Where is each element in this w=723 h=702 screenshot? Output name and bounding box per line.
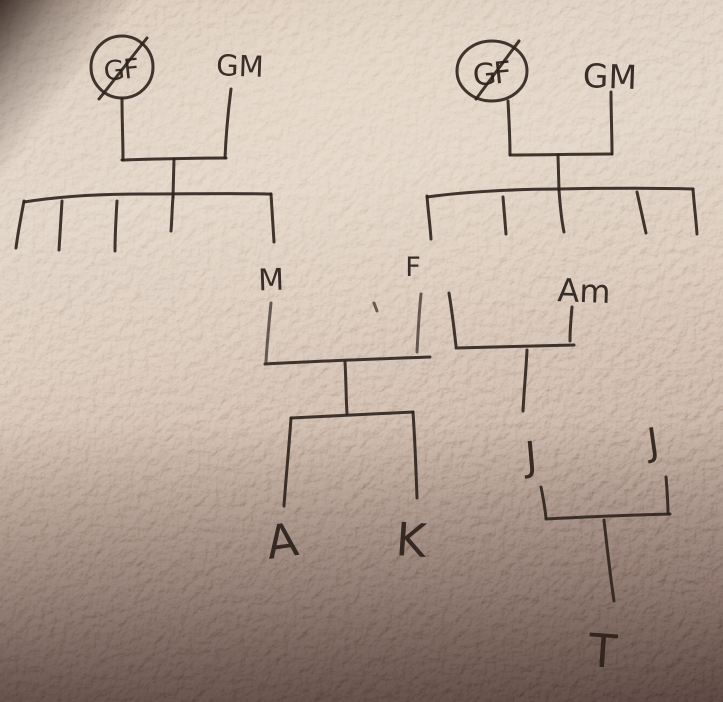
am-descent-line xyxy=(568,305,574,343)
left-gf-label: GF xyxy=(102,53,140,87)
left-child-drop-2 xyxy=(57,199,64,252)
am-label: Am xyxy=(557,271,611,311)
left-child-drop-5 xyxy=(269,192,276,244)
j-left-descent-line xyxy=(539,485,548,520)
right-gm-label: GM xyxy=(582,56,637,97)
right-gf-label: GF xyxy=(471,55,512,94)
left-gf-deceased-slash-icon xyxy=(97,36,149,101)
right-gf-deceased-slash-icon xyxy=(474,39,521,101)
right-gf-stem-line xyxy=(506,99,512,157)
left-child-drop-3 xyxy=(113,199,119,253)
f-am-trunk-line xyxy=(521,348,529,413)
a-label: A xyxy=(263,512,302,570)
right-siblings-row: F Am xyxy=(405,186,699,311)
left-gm-label: GM xyxy=(216,48,265,84)
k-label: K xyxy=(394,512,430,568)
right-gf-circle xyxy=(455,39,529,103)
left-child-drop-1 xyxy=(14,199,26,250)
j-j-marriage-bar xyxy=(544,512,672,521)
m-f-union: A K xyxy=(263,292,432,570)
left-grandparents: GF GM xyxy=(89,34,265,199)
left-gf-stem-line xyxy=(120,97,125,162)
j-right-label: J xyxy=(643,419,662,464)
j-j-trunk-line xyxy=(602,518,616,603)
right-child-drop-2 xyxy=(501,195,508,236)
f-am-union xyxy=(447,291,576,413)
a-k-sibling-bar xyxy=(289,410,415,420)
m-f-marriage-bar xyxy=(263,355,432,366)
m-descent-line xyxy=(264,301,273,364)
f-descent-line-left xyxy=(415,292,423,354)
right-union-bar xyxy=(508,152,614,157)
j-j-union: J J T xyxy=(520,419,672,679)
left-child-drop-4 xyxy=(169,195,175,233)
left-siblings-row: M xyxy=(14,192,285,299)
right-child-drop-4 xyxy=(635,190,648,235)
left-gm-stem-line xyxy=(223,87,233,160)
k-drop-line xyxy=(411,410,419,500)
right-child-drop-5 xyxy=(691,187,699,236)
j-right-descent-line xyxy=(664,475,670,516)
stray-pen-mark xyxy=(372,301,379,313)
a-drop-line xyxy=(282,416,293,508)
left-sibling-bar xyxy=(22,192,273,204)
f-am-marriage-bar xyxy=(454,343,576,350)
right-trunk-line xyxy=(556,153,561,192)
j-left-label: J xyxy=(520,434,539,481)
m-f-trunk-line xyxy=(343,360,349,416)
right-child-drop-3 xyxy=(557,188,566,234)
f-descent-line-right xyxy=(447,291,458,348)
m-label: M xyxy=(258,263,285,299)
right-child-drop-1 xyxy=(425,194,433,241)
right-grandparents: GF GM xyxy=(455,39,638,192)
left-trunk-line xyxy=(171,157,176,199)
f-label: F xyxy=(405,252,421,283)
t-label: T xyxy=(586,623,620,679)
right-gm-stem-line xyxy=(609,90,614,156)
